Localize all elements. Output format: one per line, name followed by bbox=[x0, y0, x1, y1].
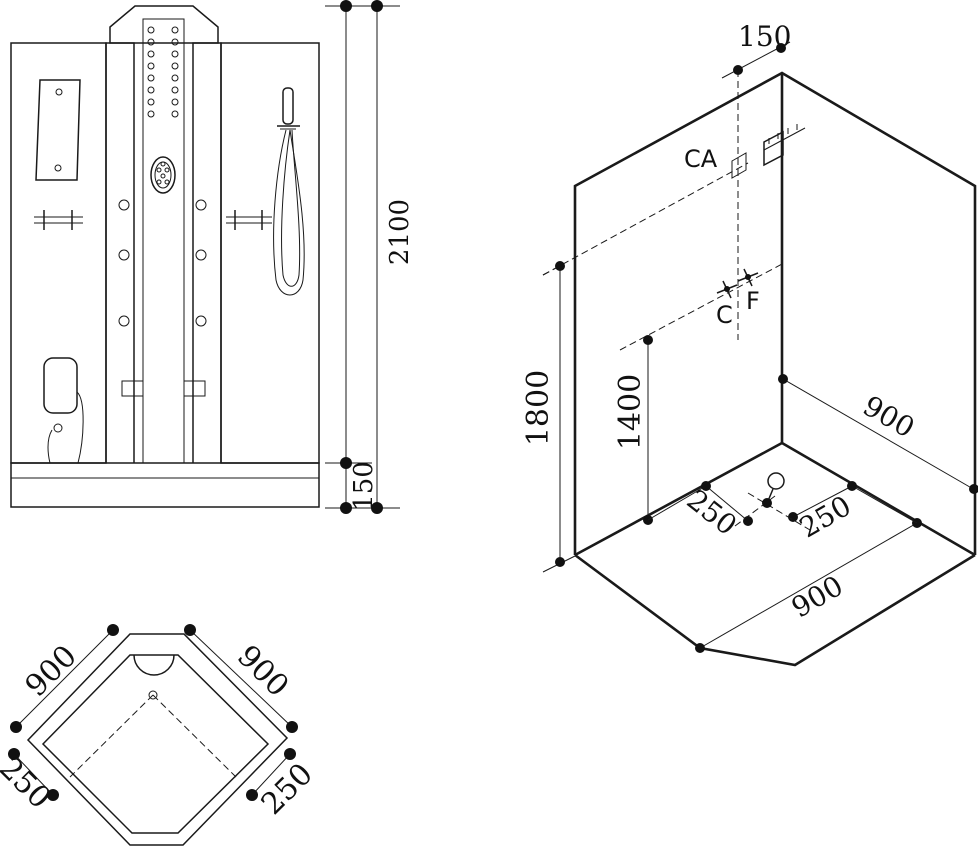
plan-dimension-900-right: 900 bbox=[230, 639, 295, 704]
iso-walls-outline bbox=[573, 71, 977, 555]
column-top-cap bbox=[109, 5, 219, 44]
column-shelf-right bbox=[183, 380, 206, 397]
towel-rail-left-icon bbox=[34, 210, 83, 230]
iso-floor-back-edges bbox=[574, 441, 976, 557]
label-ca: CA bbox=[684, 145, 718, 173]
plan-view: 900 900 250 250 bbox=[0, 624, 320, 846]
column-left-edge bbox=[105, 42, 135, 463]
hand-shower-icon bbox=[273, 87, 305, 296]
shower-tray bbox=[10, 462, 320, 508]
valve-c-icon bbox=[716, 280, 738, 299]
dimension-1800: 1800 bbox=[521, 370, 556, 446]
plan-drain-icon bbox=[148, 690, 158, 700]
seat-icon bbox=[43, 357, 84, 464]
label-c: C bbox=[716, 301, 733, 329]
column-right-edge bbox=[192, 42, 222, 463]
plan-dimension-900-left: 900 bbox=[19, 639, 84, 704]
dimension-2100: 2100 bbox=[385, 199, 415, 265]
massage-jets bbox=[118, 199, 207, 327]
plan-inner-outline bbox=[41, 654, 270, 834]
rain-nozzles bbox=[147, 26, 179, 118]
mirror-icon bbox=[35, 79, 81, 181]
plan-dimension-250-right: 250 bbox=[255, 757, 320, 822]
plan-outer-outline bbox=[26, 633, 289, 846]
isometric-view: 150 CA C F bbox=[521, 20, 978, 667]
left-side-panel bbox=[10, 42, 107, 464]
dimension-250-drain-right: 250 bbox=[794, 489, 857, 544]
ca-connector-icon bbox=[731, 124, 806, 179]
column-shelf-left bbox=[121, 380, 144, 397]
front-view: 2100 150 bbox=[10, 0, 415, 514]
dimension-150-tray: 150 bbox=[349, 461, 379, 511]
valve-f-icon bbox=[737, 268, 759, 287]
front-dimensions: 2100 150 bbox=[325, 0, 415, 514]
control-panel-icon bbox=[150, 156, 176, 194]
dimension-1400: 1400 bbox=[613, 374, 648, 450]
dimension-900-front: 900 bbox=[786, 569, 849, 624]
towel-rail-right-icon bbox=[226, 210, 272, 230]
dimension-900-right: 900 bbox=[857, 389, 920, 444]
iso-floor-front-edge bbox=[574, 553, 976, 667]
plan-corner-seat bbox=[133, 654, 175, 676]
label-f: F bbox=[746, 287, 760, 315]
dimension-150-top: 150 bbox=[738, 20, 791, 53]
drain-icon bbox=[762, 472, 785, 508]
